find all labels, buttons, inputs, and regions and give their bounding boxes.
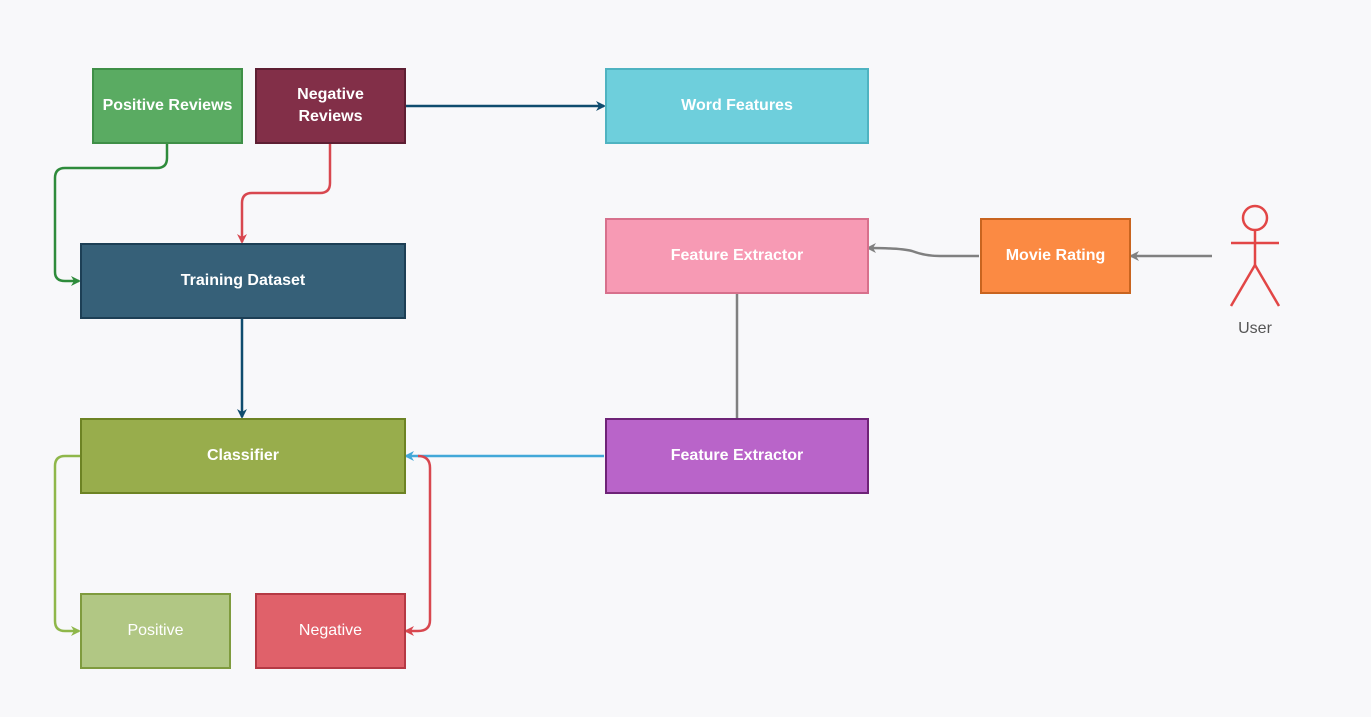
actor-label: User xyxy=(1238,320,1272,337)
node-label: Negative xyxy=(298,622,363,639)
node-negative-reviews[interactable]: Negative Reviews xyxy=(255,68,406,144)
actor-user[interactable]: User xyxy=(1214,200,1296,345)
node-label: Word Features xyxy=(681,97,793,114)
node-positive[interactable]: Positive xyxy=(80,593,231,669)
edge-classifier-to-negative[interactable] xyxy=(404,454,432,636)
node-label: Positive Reviews xyxy=(102,97,233,114)
node-training-dataset[interactable]: Training Dataset xyxy=(80,243,406,319)
edge-positive-reviews-to-training-dataset[interactable] xyxy=(53,143,169,286)
node-label: Classifier xyxy=(206,447,280,464)
node-label: Training Dataset xyxy=(180,272,306,289)
node-label: Feature Extractor xyxy=(670,247,804,264)
node-label: Positive xyxy=(127,622,184,639)
node-classifier[interactable]: Classifier xyxy=(80,418,406,494)
node-feature-extractor-top[interactable]: Feature Extractor xyxy=(605,218,869,294)
node-negative[interactable]: Negative xyxy=(255,593,406,669)
node-feature-extractor-bottom[interactable]: Feature Extractor xyxy=(605,418,869,494)
stick-figure-icon xyxy=(1229,204,1281,307)
node-label: Movie Rating xyxy=(1005,247,1106,264)
edge-negative-reviews-to-training-dataset[interactable] xyxy=(237,143,332,244)
node-positive-reviews[interactable]: Positive Reviews xyxy=(92,68,243,144)
node-label: Feature Extractor xyxy=(670,447,804,464)
node-movie-rating[interactable]: Movie Rating xyxy=(980,218,1131,294)
node-label: Negative Reviews xyxy=(297,86,364,125)
node-word-features[interactable]: Word Features xyxy=(605,68,869,144)
edge-movie-rating-to-feature-extractor[interactable] xyxy=(866,243,979,258)
edge-classifier-to-positive[interactable] xyxy=(53,454,81,636)
